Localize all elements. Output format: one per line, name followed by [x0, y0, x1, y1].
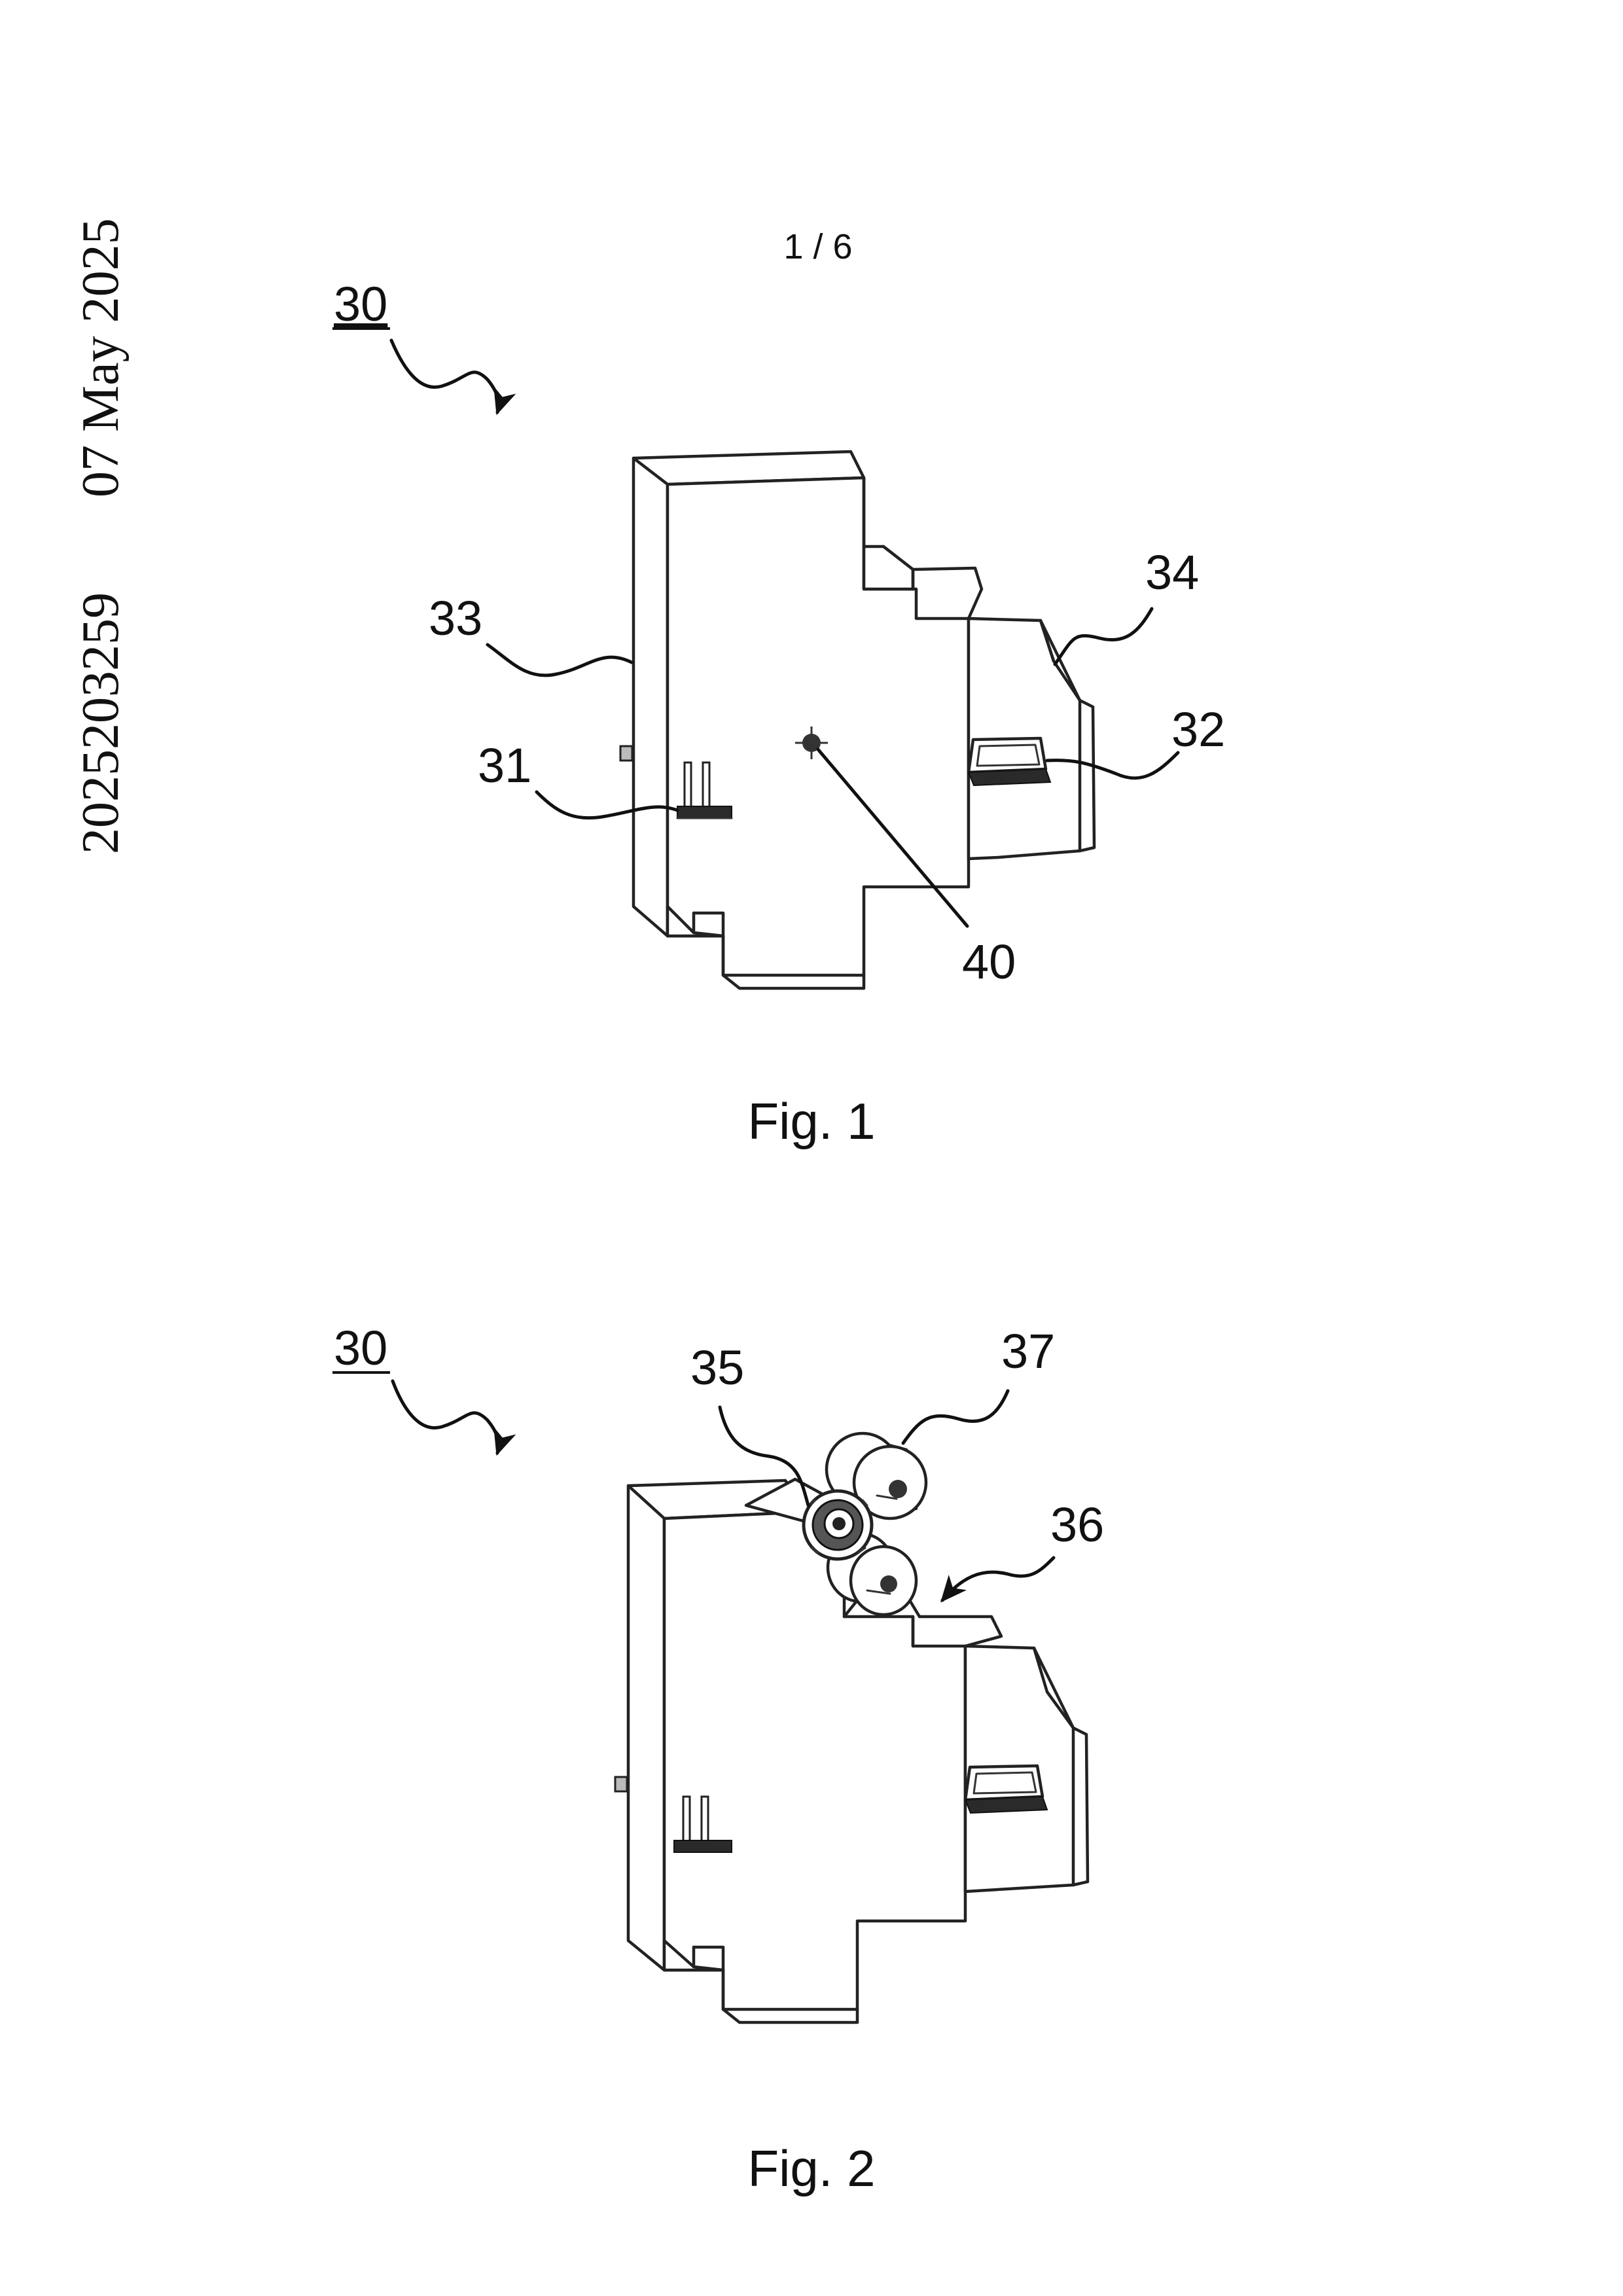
fig1-label-34: 34	[1145, 545, 1199, 600]
fig2-side-peg	[615, 1777, 627, 1791]
fig1-caption: Fig. 1	[747, 1092, 875, 1150]
fig2-caption: Fig. 2	[747, 2140, 875, 2197]
fig1-leader-33	[488, 645, 632, 675]
fig1-assembly-arrow	[391, 340, 499, 412]
fig2-label-36: 36	[1050, 1498, 1104, 1552]
fig1-label-32: 32	[1171, 702, 1225, 757]
fig2-label-35: 35	[690, 1340, 744, 1395]
fig1-side-peg	[620, 746, 632, 761]
fig2-leader-37	[903, 1391, 1008, 1443]
fig2-label-30: 30	[334, 1321, 387, 1375]
fig1-label-31: 31	[478, 738, 531, 793]
fig1-label-30: 30	[334, 277, 387, 331]
fig1-connector-32	[969, 738, 1046, 772]
fig2-rotor-35	[804, 1491, 872, 1559]
margin-date: 07 May 2025	[72, 218, 130, 497]
fig2-housing-front	[664, 1512, 965, 2009]
fig2-housing	[615, 1433, 1088, 2022]
fig2-leader-36	[942, 1558, 1054, 1600]
fig2-assembly-arrow	[393, 1381, 499, 1453]
fig1-label-33: 33	[429, 591, 482, 645]
fig1-housing	[620, 452, 1094, 988]
fig2-connector	[965, 1766, 1043, 1800]
fig1-leader-34	[1055, 609, 1152, 664]
fig2-label-37: 37	[1001, 1324, 1055, 1378]
fig1-housing-step	[864, 547, 913, 589]
fig2-housing-left-side	[628, 1486, 664, 1970]
fig1-label-40: 40	[962, 935, 1016, 989]
page-number: 1 / 6	[783, 227, 852, 266]
fig1-housing-front	[668, 478, 969, 975]
figure-2: 30	[332, 1321, 1104, 2197]
fig1-housing-left-side	[633, 458, 668, 936]
figure-1: 30	[332, 277, 1225, 1150]
margin-application-number: 2025203259	[72, 592, 130, 854]
